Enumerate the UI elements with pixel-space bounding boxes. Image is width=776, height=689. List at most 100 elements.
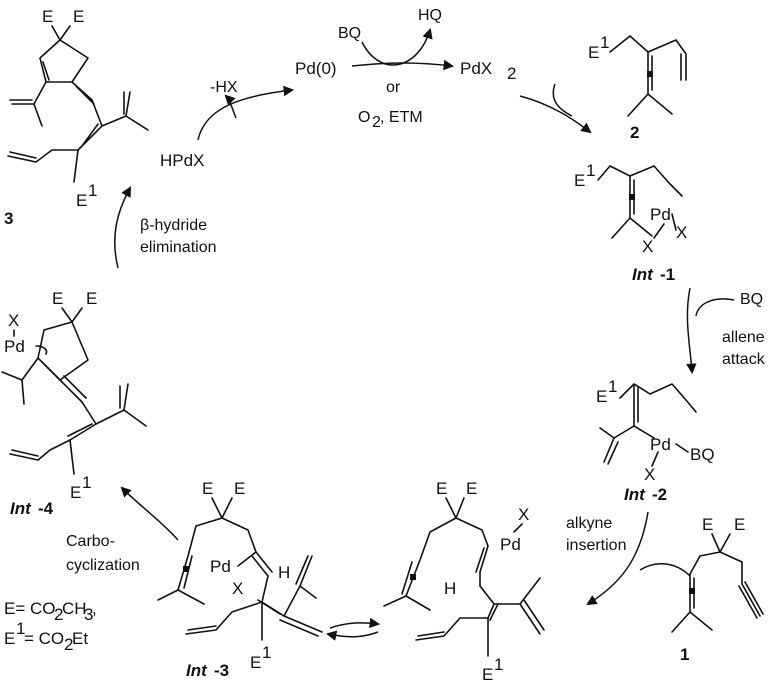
svg-text:E: E <box>4 629 15 648</box>
int-2-label: Int -2 <box>624 485 667 504</box>
allene-label: allene <box>722 329 765 346</box>
bq-right-in-arrow <box>695 298 735 317</box>
svg-text:E: E <box>70 483 81 502</box>
int4-to-hpdx-arrow <box>114 186 132 269</box>
compound-3-structure: E E E 1 <box>7 7 149 210</box>
svg-text:E: E <box>86 289 97 308</box>
svg-text:E: E <box>574 171 585 190</box>
compound1-in-arrow <box>639 563 691 577</box>
or-label: or <box>386 79 401 96</box>
svg-text:E: E <box>702 515 713 534</box>
int-4-label: Int -4 <box>10 499 54 518</box>
attack-label: attack <box>722 351 766 368</box>
cyclization-label: cyclization <box>66 557 140 574</box>
svg-text:PdX: PdX <box>460 59 492 78</box>
svg-text:E: E <box>734 515 745 534</box>
compound-1-label: 1 <box>680 645 689 664</box>
svg-text:E: E <box>250 653 261 672</box>
bq-in-label: BQ <box>338 25 361 42</box>
svg-text:1: 1 <box>88 181 97 200</box>
beta-hydride-label: β-hydride <box>140 217 207 234</box>
compound-2-label: 2 <box>630 123 639 142</box>
svg-text:E: E <box>52 289 63 308</box>
svg-text:E: E <box>482 665 493 684</box>
svg-text:H: H <box>444 579 456 598</box>
carbo-label: Carbo- <box>66 533 115 550</box>
svg-text:E: E <box>436 479 447 498</box>
svg-text:Et: Et <box>72 629 88 648</box>
svg-text:E: E <box>42 7 53 26</box>
svg-text:X: X <box>676 223 687 242</box>
svg-text:X: X <box>232 579 243 598</box>
insertion-label: insertion <box>566 537 626 554</box>
svg-text:Int: Int <box>186 661 208 680</box>
svg-text:E: E <box>73 7 84 26</box>
pdx2-to-int1-arrow <box>519 95 592 134</box>
svg-text:1: 1 <box>262 643 271 662</box>
svg-text:-1: -1 <box>660 265 675 284</box>
svg-text:BQ: BQ <box>690 445 715 464</box>
compound-3-label: 3 <box>4 209 13 228</box>
svg-text:O: O <box>358 109 370 126</box>
svg-text:X: X <box>8 311 19 330</box>
svg-text:2: 2 <box>64 635 73 654</box>
svg-text:Int: Int <box>632 265 654 284</box>
svg-text:1: 1 <box>16 619 25 638</box>
int-3-structure: E E Pd X H E 1 <box>157 479 323 672</box>
svg-text:-2: -2 <box>652 485 667 504</box>
svg-text:Pd: Pd <box>4 337 25 356</box>
int-3-vinyl-structure: E E Pd X H E 1 <box>383 479 545 684</box>
svg-text:X: X <box>518 505 529 524</box>
bq-to-hq-arrow <box>361 27 433 66</box>
svg-text:Int: Int <box>624 485 646 504</box>
svg-text:2: 2 <box>372 114 381 131</box>
equilibrium-forward-arrow <box>329 617 381 629</box>
compound2-in-arrow <box>552 83 573 117</box>
svg-text:E= CO: E= CO <box>4 599 56 618</box>
svg-text:,: , <box>92 599 97 618</box>
pd0-label: Pd(0) <box>295 59 337 78</box>
pd0-to-pdx2-arrow <box>351 59 455 71</box>
svg-text:1: 1 <box>600 33 609 52</box>
hq-out-label: HQ <box>418 7 442 24</box>
compound-2-structure: E 1 <box>588 33 687 117</box>
svg-text:X: X <box>644 465 655 484</box>
svg-text:Pd: Pd <box>650 205 671 224</box>
int-2-structure: E 1 Pd BQ X <box>596 377 715 484</box>
svg-text:3: 3 <box>84 605 93 624</box>
hpdx-to-pd0-arrow <box>197 85 295 141</box>
int3-to-int4-arrow <box>120 486 179 541</box>
svg-text:2: 2 <box>507 64 516 83</box>
int1-to-int2-arrow <box>686 287 697 375</box>
svg-text:CH: CH <box>62 599 87 618</box>
svg-text:E: E <box>588 43 599 62</box>
svg-text:1: 1 <box>608 377 617 396</box>
equilibrium-back-arrow <box>325 630 379 641</box>
svg-text:-4: -4 <box>38 499 54 518</box>
svg-text:X: X <box>642 237 653 256</box>
int-3-label: Int -3 <box>186 661 229 680</box>
bq-right-label: BQ <box>740 291 763 308</box>
int2-to-int3-arrow <box>586 511 649 606</box>
int-1-structure: E 1 Pd X X <box>574 161 687 256</box>
hx-release-arrow <box>224 94 237 119</box>
svg-text:Pd: Pd <box>210 557 231 576</box>
legend-e1-definition: E 1 = CO 2 Et <box>4 619 88 654</box>
int-4-structure: E E X Pd E 1 <box>1 289 147 502</box>
legend-e-definition: E= CO 2 CH 3 , <box>4 599 97 624</box>
svg-text:E: E <box>596 387 607 406</box>
int-1-label: Int -1 <box>632 265 675 284</box>
svg-text:2: 2 <box>54 605 63 624</box>
svg-text:Int: Int <box>10 499 32 518</box>
pdx2-label: PdX 2 <box>460 59 516 83</box>
elimination-label: elimination <box>140 239 216 256</box>
svg-text:E: E <box>234 479 245 498</box>
oxidant-label: O 2 , ETM <box>358 109 423 131</box>
svg-text:E: E <box>202 479 213 498</box>
svg-text:H: H <box>278 563 290 582</box>
svg-text:E: E <box>466 479 477 498</box>
svg-text:Pd: Pd <box>500 535 521 554</box>
svg-text:= CO: = CO <box>24 629 64 648</box>
compound-1-structure: E E <box>671 515 764 633</box>
alkyne-label: alkyne <box>566 515 612 532</box>
